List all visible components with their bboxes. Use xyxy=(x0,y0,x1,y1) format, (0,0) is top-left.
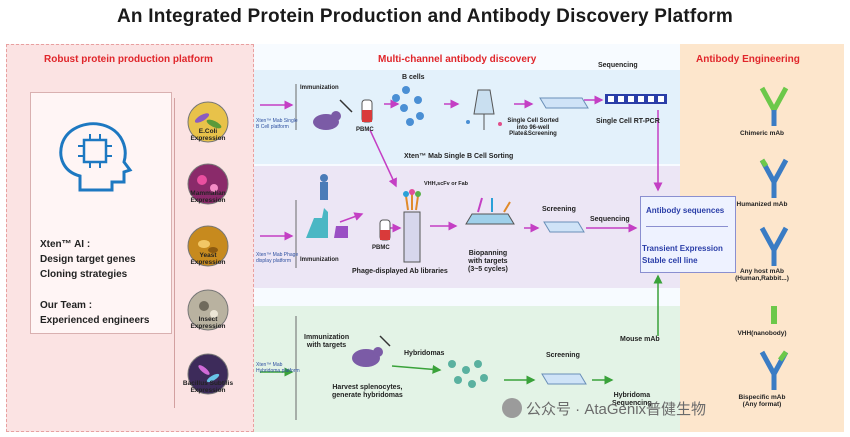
b2-sequencing: Sequencing xyxy=(590,216,630,223)
b2-screening: Screening xyxy=(542,206,576,213)
transient-expression-label: Transient Expression xyxy=(642,244,723,253)
expression-organism-icons xyxy=(187,101,229,395)
b3-screening: Screening xyxy=(546,352,580,359)
box-divider xyxy=(646,226,728,227)
b3-harvest: Harvest splenocytes,generate hybridomas xyxy=(332,384,403,399)
b1-immunization: Immunization xyxy=(300,85,339,91)
ai-line-1: Design target genes xyxy=(40,254,136,265)
hybridoma-icons xyxy=(352,335,587,388)
b1-rt-pcr: Single Cell RT-PCR xyxy=(596,118,660,125)
single-b-cell-icons xyxy=(313,86,589,130)
protein-production-header: Robust protein production platform xyxy=(44,54,213,65)
b3-hybridomas: Hybridomas xyxy=(404,350,445,357)
b2-pbmc: PBMC xyxy=(372,245,390,251)
antibody-engineering-header: Antibody Engineering xyxy=(696,54,800,65)
b1-caption: Xten™ Mab Single B Cell Sorting xyxy=(404,153,514,160)
team-line: Experienced engineers xyxy=(40,315,150,326)
ai-team-box xyxy=(30,92,172,334)
ai-line-2: Cloning strategies xyxy=(40,269,128,280)
team-title: Our Team : xyxy=(40,300,93,311)
b2-vhh: VHH,scFv or Fab xyxy=(424,181,469,187)
phage-display-icons xyxy=(306,174,515,263)
b1-pbmc: PBMC xyxy=(356,127,374,133)
page-title: An Integrated Protein Production and Ant… xyxy=(117,6,733,27)
watermark: 公众号 · AtaGenix普健生物 xyxy=(526,401,707,418)
ai-title: Xten™ AI : xyxy=(40,239,91,250)
screening-plate-icon xyxy=(543,221,585,233)
antibody-discovery-header: Multi-channel antibody discovery xyxy=(378,54,537,65)
b3-mouse-mab: Mouse mAb xyxy=(620,336,660,343)
expression-column xyxy=(174,98,243,408)
antibody-format-icons xyxy=(759,86,789,390)
bispecific-mab-label: Bispecific mAb(Any format) xyxy=(738,394,786,408)
stable-cell-line-label: Stable cell line xyxy=(642,256,698,265)
any-host-mab-label: Any host mAb(Human,Rabbit...) xyxy=(735,268,789,282)
ai-brain-head-icon xyxy=(59,122,133,192)
vhh-nanobody-label: VHH(nanobody) xyxy=(737,330,787,337)
humanized-mab-label: Humanized mAb xyxy=(736,201,788,208)
sequences-expression-box xyxy=(640,196,736,273)
ai-description: Xten™ AI : Design target genes Cloning s… xyxy=(40,237,136,282)
chimeric-mab-label: Chimeric mAb xyxy=(739,130,785,137)
wechat-icon xyxy=(502,398,522,418)
b2-immunization: Immunization xyxy=(300,257,339,263)
b1-bcells: B cells xyxy=(402,74,425,81)
top-sequencing: Sequencing xyxy=(598,62,638,69)
b2-phage-libraries: Phage-displayed Ab libraries xyxy=(352,268,448,275)
antibody-sequences-label: Antibody sequences xyxy=(646,206,725,215)
team-description: Our Team : Experienced engineers xyxy=(40,298,150,328)
rt-pcr-plate-icon xyxy=(605,94,667,104)
